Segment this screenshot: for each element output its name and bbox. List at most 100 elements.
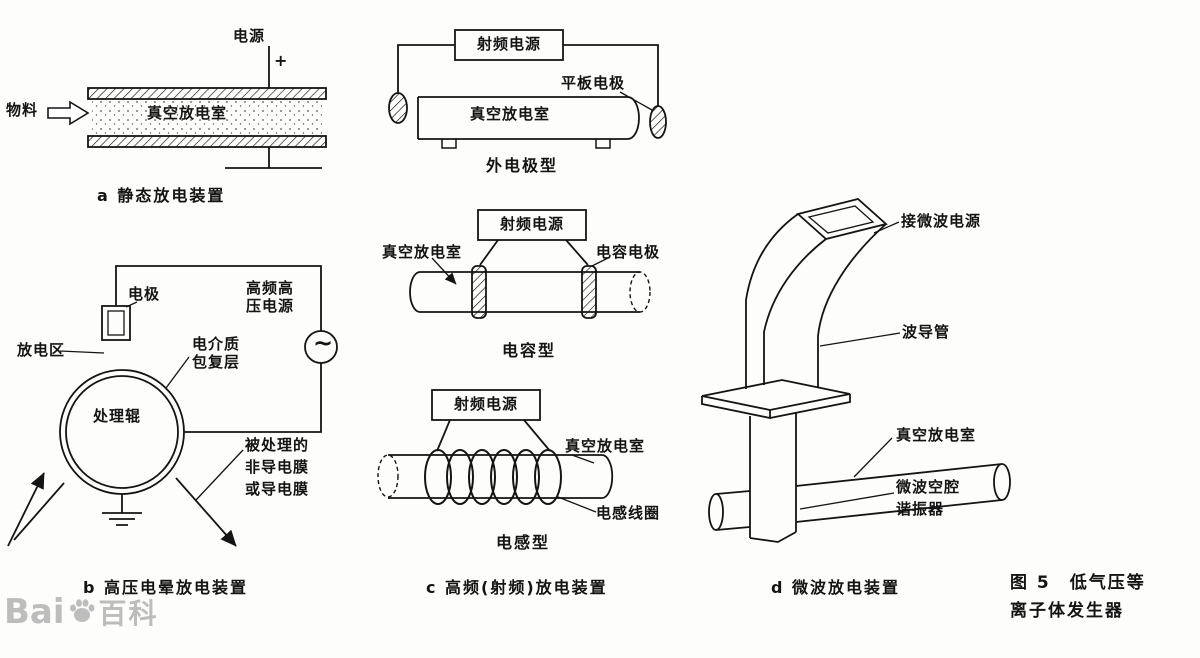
rf-source-box [477,209,587,241]
caption-c: c 高频(射频)放电装置 [426,578,608,597]
cavity-label-1: 微波空腔 [896,478,961,496]
discharge-zone-label: 放电区 [17,341,66,359]
electrode-leader [125,301,138,308]
tube-left-end [708,493,724,531]
support-tab-right [595,139,611,149]
right-coil-wire [523,419,551,452]
dielectric-leader [165,356,190,389]
corona-electrode-inner [107,310,125,336]
caption-b: b 高压电晕放电装置 [83,578,249,597]
material-label: 物料 [6,101,39,119]
film-label-3: 或导电膜 [245,480,310,498]
figure-caption-line2: 离子体发生器 [1010,601,1124,621]
chamber-left-end-dashed [377,454,399,498]
induction-coil-label: 电感线圈 [596,504,661,522]
vacuum-chamber-label: 真空放电室 [147,104,228,122]
watermark-suffix: 百科 [98,597,159,630]
plate-electrode-label: 平板电极 [561,74,626,92]
rf-source-label-inductive: 射频电源 [454,395,519,413]
diagram-b-corona-discharge [7,265,338,547]
hv-source-label-2: 压电源 [246,297,295,315]
diagram-c-external-electrode [388,29,667,149]
chamber-right-end [601,454,614,499]
stipple-plasma-region [92,99,322,136]
chamber-label-inductive: 真空放电室 [565,437,646,455]
roller-body [65,375,179,489]
hv-source-label-1: 高频高 [246,279,295,297]
coil-leader [557,496,597,513]
cap-electrode-label: 电容电极 [596,243,661,261]
right-plate-electrode [649,105,667,139]
chamber-leader [571,454,595,464]
chamber-left-end [409,271,421,313]
waveguide-label: 波导管 [902,323,951,341]
power-wire-bottom [225,147,322,169]
flange-plate-top [701,379,851,411]
support-tab-left [441,139,457,149]
ac-tilde-symbol: ~ [313,329,335,357]
top-electrode-bar [87,87,327,100]
roller-dielectric-outer [59,369,185,495]
cavity-label-2: 谐振器 [896,500,945,518]
waveguide-leader [819,332,901,347]
left-plate-electrode [388,92,408,124]
discharge-zone-leader [59,350,105,354]
rf-source-label-capacitive: 射频电源 [500,215,565,233]
type-label-capacitive: 电容型 [502,341,557,360]
induction-coil [424,449,562,505]
roller-label: 处理辊 [93,407,142,425]
ground-symbol [102,512,142,526]
waveguide-corner-edge [763,238,827,385]
cavity-leader [799,492,895,510]
waveguide-left-outline [745,213,799,389]
caption-d: d 微波放电装置 [771,578,901,597]
hv-wire-top [115,265,322,331]
chamber-cylinder [420,271,640,313]
waveguide-opening-inner [807,205,875,234]
chamber-cylinder [417,96,628,140]
caption-a: a 静态放电装置 [97,186,226,205]
dielectric-label-1: 电介质 [192,335,241,353]
chamber-right-end [627,96,640,140]
hv-wire-bottom [184,363,322,433]
right-electrode-wire [563,44,659,106]
right-ring-wire [565,239,589,266]
tube-right-end [993,463,1011,501]
flange-plate-thickness [701,394,851,420]
plate-electrode-leader [619,91,653,111]
plus-sign: + [274,51,289,70]
diagram-c-capacitive [409,209,651,319]
tube-left-segment [715,490,751,531]
chamber-right-end-dashed [629,271,651,313]
chamber-label-capacitive: 真空放电室 [382,243,463,261]
dielectric-label-2: 包复层 [192,353,241,371]
chamber-leader-arrow [431,257,457,285]
figure-caption-line1: 图 5 低气压等 [1010,573,1146,593]
left-ring-wire [479,239,499,266]
baidu-baike-watermark: Bai 百科 [4,592,159,632]
tube-right-segment [795,463,1003,523]
capacitive-ring-left [471,265,487,319]
film-label-2: 非导电膜 [245,458,310,476]
rf-source-label-external: 射频电源 [477,35,542,53]
cap-electrode-leader [591,257,609,267]
diagram-c-inductive [377,389,614,513]
power-label: 电源 [233,27,266,45]
type-label-external: 外电极型 [486,156,559,175]
microwave-power-leader [873,221,900,234]
film-feed-arrow [7,472,45,547]
left-electrode-wire [397,44,455,93]
chamber-label-external: 真空放电室 [470,105,551,123]
electrode-label: 电极 [128,285,161,303]
type-label-inductive: 电感型 [496,533,551,552]
film-left-line [13,482,65,541]
film-label-leader [195,449,244,501]
cavity-bottom-edge [749,531,797,543]
film-right-line-arrow [175,477,237,547]
microwave-power-label: 接微波电源 [901,212,982,230]
bottom-electrode-bar [87,135,327,148]
left-coil-wire [436,419,451,452]
diagram-a-static-discharge [47,46,327,169]
